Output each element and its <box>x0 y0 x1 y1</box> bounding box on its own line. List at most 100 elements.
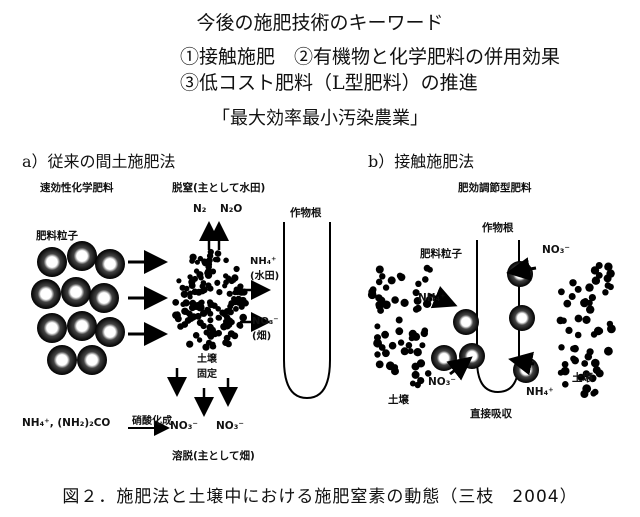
label-particles-b: 肥料粒子 <box>420 248 462 260</box>
soil-dot <box>574 331 582 339</box>
nitrogen-dot <box>181 307 189 315</box>
soil-dot <box>412 289 420 297</box>
soil-dot <box>381 330 389 339</box>
nitrogen-dot <box>223 273 229 279</box>
figure-caption: 図２．施肥法と土壌中における施肥窒素の動態（三枝 2004） <box>62 487 578 507</box>
soil-dot <box>374 323 381 330</box>
label-particles-a: 肥料粒子 <box>36 230 78 242</box>
label-direct-absorption: 直接吸収 <box>470 408 512 420</box>
soil-dot <box>595 272 603 279</box>
soil-dot <box>592 366 601 375</box>
soil-dot <box>582 384 592 394</box>
fertilizer-granule <box>95 249 125 279</box>
nitrogen-dot <box>203 329 210 336</box>
soil-dot <box>375 278 383 286</box>
nitrogen-dot <box>215 306 221 312</box>
nitrogen-dot <box>216 289 223 296</box>
nitrogen-dot <box>192 332 200 339</box>
nitrogen-dot <box>205 261 213 268</box>
nitrogen-dot <box>229 319 235 326</box>
nitrogen-dot <box>204 306 210 313</box>
nitrogen-dot <box>223 279 230 286</box>
fertilizer-granule <box>47 345 77 375</box>
soil-dot <box>400 298 409 307</box>
label-no3-bottom-b: NO₃⁻ <box>428 376 456 388</box>
soil-dot <box>391 296 399 304</box>
soil-dot <box>581 360 589 367</box>
soil-dot <box>584 352 593 361</box>
soil-dot <box>391 367 399 376</box>
soil-dot <box>373 338 382 348</box>
nitrogen-dot <box>194 259 200 265</box>
nitrogen-dot <box>187 294 193 300</box>
soil-dot <box>422 276 429 283</box>
soil-dot <box>582 298 589 305</box>
soil-dot <box>415 280 422 287</box>
nitrogen-dot <box>235 300 241 306</box>
nitrogen-dot <box>174 315 182 323</box>
soil-dot <box>375 265 384 274</box>
soil-dot <box>413 348 422 357</box>
soil-dot <box>419 342 426 349</box>
soil-dot <box>590 266 600 275</box>
nitrogen-dot <box>179 284 186 291</box>
soil-dot <box>604 262 613 271</box>
soil-dot <box>411 370 420 379</box>
label-no3-leach-a: NO₃⁻ <box>170 420 198 432</box>
soil-dot <box>416 359 426 368</box>
soil-dot <box>379 273 386 280</box>
soil-dot <box>594 326 603 336</box>
nitrogen-dot <box>200 322 207 330</box>
nitrogen-dot <box>189 253 197 261</box>
soil-dot <box>405 342 413 349</box>
nitrogen-dot <box>223 308 231 315</box>
soil-dot <box>367 290 377 300</box>
nitrogen-dot <box>180 290 189 298</box>
soil-dot <box>556 316 565 325</box>
fertilizer-granule <box>67 241 97 271</box>
label-nh4-left-b: NH₄⁺ <box>418 292 446 304</box>
nitrogen-dot <box>197 255 204 262</box>
soil-dot <box>397 339 405 346</box>
soil-dot <box>388 341 397 350</box>
soil-dot <box>417 377 425 385</box>
fertilizer-granule-b <box>431 345 457 371</box>
soil-dot <box>374 351 381 358</box>
fertilizer-granule-b <box>453 309 479 335</box>
nitrogen-dot <box>174 311 181 317</box>
soil-dot <box>382 284 390 291</box>
soil-dot <box>569 279 577 287</box>
label-crop-root-b: 作物根 <box>482 222 514 234</box>
soil-dot <box>582 370 590 378</box>
nitrogen-dot <box>242 299 249 307</box>
fertilizer-granule <box>89 283 119 313</box>
soil-dot <box>409 380 416 387</box>
crop-root-a <box>283 222 331 400</box>
nitrogen-dot <box>233 306 239 312</box>
fertilizer-granule <box>77 345 107 375</box>
nitrogen-dot <box>194 312 202 320</box>
soil-dot <box>588 374 597 383</box>
soil-dot <box>588 294 597 302</box>
soil-dot <box>387 276 396 285</box>
panel-b-subtitle: b）接触施肥法 <box>368 152 475 171</box>
soil-dot <box>577 373 585 381</box>
soil-dot <box>426 296 433 303</box>
fertilizer-granule-b <box>507 261 533 287</box>
soil-dot <box>570 355 577 362</box>
fertilizer-granule <box>37 313 67 343</box>
soil-dot <box>585 283 594 292</box>
soil-dot <box>565 326 573 334</box>
root-uptake-arrows-b <box>427 257 537 381</box>
nitrogen-dot <box>227 330 235 338</box>
soil-dot <box>604 346 613 356</box>
nitrogen-dot <box>214 279 221 286</box>
nitrogen-dot <box>226 290 233 297</box>
nitrogen-dot <box>220 323 228 331</box>
nitrogen-dot <box>188 304 196 312</box>
label-fast-fertilizer: 速効性化学肥料 <box>40 182 114 194</box>
nitrogen-dot <box>206 323 214 332</box>
soil-dot <box>607 283 614 291</box>
label-nh4-right-b: NH₄⁺ <box>526 386 554 398</box>
fertilizer-granule <box>95 317 125 347</box>
